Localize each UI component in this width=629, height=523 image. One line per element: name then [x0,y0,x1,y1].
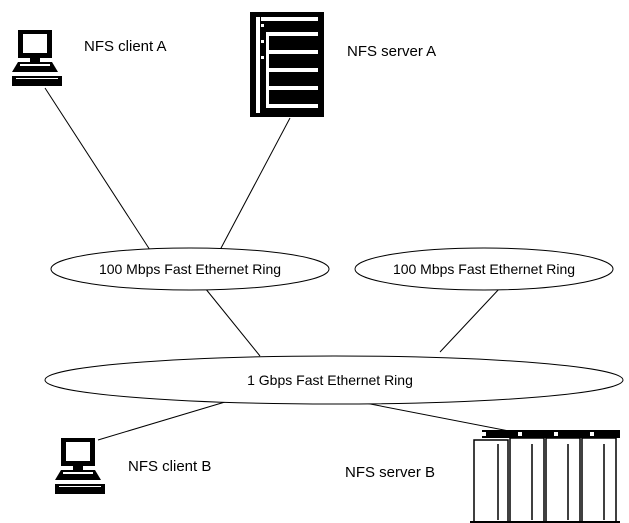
ring-right-label: 100 Mbps Fast Ethernet Ring [392,261,576,277]
link-right-ring-to-main-ring [439,287,501,353]
server-a-label: NFS server A [347,43,437,60]
ring-left-label: 100 Mbps Fast Ethernet Ring [98,261,282,277]
client-a-label: NFS client A [84,38,167,55]
client-b-label: NFS client B [128,458,212,475]
connection-lines [44,87,536,441]
ring-left-shape [50,247,330,291]
desktop-computer-icon [12,30,62,86]
link-server-a-to-left-ring [219,117,291,251]
desktop-computer-icon [55,438,105,494]
link-client-a-to-left-ring [44,87,151,251]
ring-main-shape [44,355,624,405]
ring-right-shape [354,247,614,291]
link-main-ring-to-client-b [97,401,226,441]
server-b-label: NFS server B [345,464,436,481]
link-left-ring-to-main-ring [204,287,261,357]
ring-main-label: 1 Gbps Fast Ethernet Ring [247,372,413,388]
rack-server-icon [470,430,620,523]
tower-server-icon [250,12,324,117]
